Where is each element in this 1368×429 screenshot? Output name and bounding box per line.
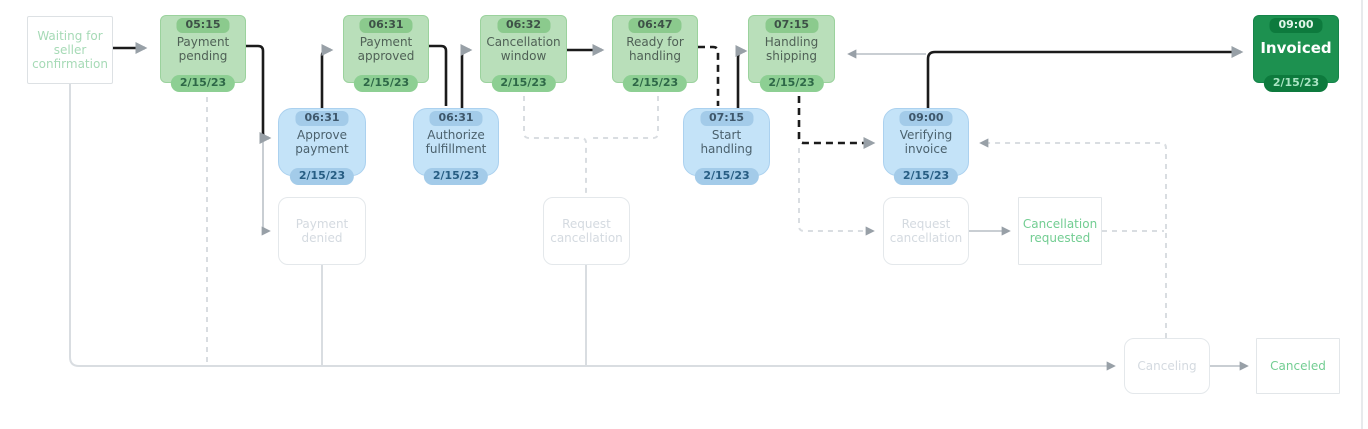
date-badge: 2/15/23 — [423, 168, 489, 185]
edge-handling-to-request-cancellation2 — [798, 148, 875, 236]
node-label: Payment pending — [176, 34, 230, 63]
node-label: Ready for handling — [626, 34, 684, 63]
date-badge: 2/15/23 — [893, 168, 959, 185]
date-badge: 2/15/23 — [694, 168, 759, 185]
date-badge: 2/15/23 — [170, 75, 236, 92]
date-badge: 2/15/23 — [759, 75, 824, 92]
time-badge: 07:15 — [764, 18, 819, 33]
node-invoiced[interactable]: 09:00 Invoiced 2/15/23 — [1253, 15, 1339, 92]
node-verifying-invoice[interactable]: 09:00 Verifying invoice 2/15/23 — [883, 108, 969, 185]
node-label: Cancellation requested — [1022, 216, 1098, 245]
time-badge: 06:31 — [359, 18, 413, 33]
node-label: Verifying invoice — [899, 127, 953, 156]
date-badge: 2/15/23 — [1263, 75, 1329, 92]
node-label: Payment approved — [357, 34, 415, 63]
edge-collector-to-canceling — [69, 84, 1116, 371]
time-badge: 09:00 — [899, 111, 953, 126]
node-handling-shipping[interactable]: 07:15 Handling shipping 2/15/23 — [748, 15, 835, 92]
date-badge: 2/15/23 — [622, 75, 688, 92]
node-approve-payment[interactable]: 06:31 Approve payment 2/15/23 — [278, 108, 366, 185]
time-badge: 06:47 — [628, 18, 682, 33]
edge-window-to-request-cancellation — [523, 96, 587, 194]
node-label: Request cancellation — [550, 216, 623, 245]
edge-pending-to-payment-denied — [261, 142, 271, 236]
time-badge: 07:15 — [699, 111, 754, 126]
node-label: Cancellation window — [486, 34, 561, 63]
time-badge: 09:00 — [1269, 18, 1323, 33]
time-badge: 06:32 — [496, 18, 551, 33]
node-label: Canceling — [1137, 358, 1197, 373]
node-payment-denied[interactable]: Payment denied — [278, 197, 366, 265]
edge-ready-to-request-cancellation — [590, 96, 659, 139]
node-label: Canceled — [1270, 358, 1326, 373]
node-label: Approve payment — [295, 127, 349, 156]
node-label: Authorize fulfillment — [425, 127, 487, 156]
edge-authorize-to-window — [460, 44, 473, 108]
node-cancellation-requested[interactable]: Cancellation requested — [1018, 197, 1102, 265]
time-badge: 06:31 — [429, 111, 483, 126]
node-label: Request cancellation — [889, 216, 963, 245]
node-label: Handling shipping — [764, 34, 819, 63]
time-badge: 05:15 — [176, 18, 230, 33]
right-edge-divider — [1361, 0, 1363, 429]
node-payment-pending[interactable]: 05:15 Payment pending 2/15/23 — [160, 15, 246, 92]
node-canceling[interactable]: Canceling — [1124, 338, 1210, 394]
edge-cancellation-requested-to-verifying — [979, 138, 1167, 229]
node-cancellation-window[interactable]: 06:32 Cancellation window 2/15/23 — [480, 15, 567, 92]
node-label: Invoiced — [1260, 39, 1332, 58]
time-badge: 06:31 — [295, 111, 349, 126]
edge-start-to-handling — [735, 45, 748, 108]
node-canceled[interactable]: Canceled — [1256, 338, 1340, 394]
edge-ready-to-start-handling — [698, 45, 720, 106]
edge-pending-to-approve-payment — [246, 44, 272, 144]
edge-approve-to-approved — [320, 44, 334, 108]
date-badge: 2/15/23 — [353, 75, 419, 92]
edge-handling-to-verifying — [797, 96, 876, 149]
date-badge: 2/15/23 — [289, 168, 355, 185]
node-label: Waiting for seller confirmation — [32, 28, 108, 72]
node-ready-for-handling[interactable]: 06:47 Ready for handling 2/15/23 — [612, 15, 698, 92]
date-badge: 2/15/23 — [491, 75, 556, 92]
node-label: Start handling — [700, 127, 753, 156]
node-request-cancellation-1[interactable]: Request cancellation — [543, 197, 630, 265]
node-authorize-fulfillment[interactable]: 06:31 Authorize fulfillment 2/15/23 — [413, 108, 499, 185]
node-payment-approved[interactable]: 06:31 Payment approved 2/15/23 — [343, 15, 429, 92]
node-start-handling[interactable]: 07:15 Start handling 2/15/23 — [683, 108, 770, 185]
node-label: Payment denied — [295, 216, 349, 245]
edge-verifying-to-invoiced — [926, 46, 1244, 108]
node-waiting-seller-confirmation[interactable]: Waiting for seller confirmation — [27, 16, 113, 84]
node-request-cancellation-2[interactable]: Request cancellation — [883, 197, 969, 265]
edge-approved-to-authorize — [428, 44, 448, 106]
